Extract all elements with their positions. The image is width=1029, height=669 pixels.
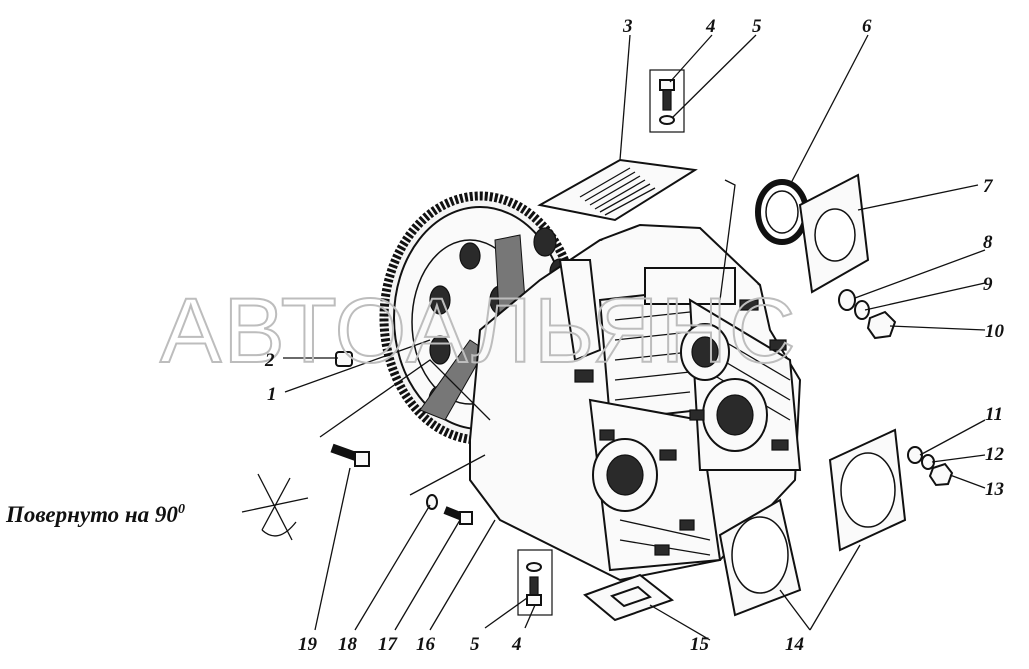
callout-15: 15 [690,634,710,655]
leader-lines [283,34,986,641]
part-4-5-bolt-washer-top [649,69,685,133]
part-8-9-10-washers-nut [838,289,897,340]
callout-4: 4 [705,16,716,37]
part-6-seal-ring [755,179,809,245]
callout-9: 9 [983,274,993,295]
callout-18: 18 [338,634,358,655]
callout-5: 5 [752,16,762,37]
watermark-text: АВТОАЛЬЯНС [160,280,798,382]
rotation-caption-text: Повернуто на 90 [5,502,178,527]
callout-16: 16 [416,634,436,655]
part-2-pin [335,351,353,367]
part-3-grille-plate [537,158,698,222]
rotation-caption: Повернуто на 900 [5,502,185,527]
callout-8: 8 [983,232,993,253]
callout-6: 6 [862,16,872,37]
callout-5-bottom: 5 [470,634,480,655]
part-15-cover-plate [583,573,675,622]
part-4-5-bolt-washer-bottom [517,549,553,616]
rotation-caption-degree: 0 [178,502,185,517]
part-7-gasket-plate [798,173,870,294]
part-11-12-13-washers-nut [907,446,954,487]
callout-12: 12 [985,444,1005,465]
callout-7: 7 [983,176,994,197]
callout-17: 17 [378,634,399,655]
callout-3: 3 [622,16,633,37]
callout-2: 2 [264,350,275,371]
callout-4-bottom: 4 [511,634,522,655]
callout-11: 11 [985,404,1003,425]
part-14-gaskets [718,428,907,617]
rotation-symbol [241,473,309,541]
part-17-bolt [443,506,473,525]
callout-10: 10 [985,321,1005,342]
gearbox-housing [469,223,802,582]
callout-1: 1 [267,384,277,405]
part-19-bolt [330,443,370,467]
callout-14: 14 [785,634,804,655]
callout-13: 13 [985,479,1004,500]
callout-labels: 3 4 5 6 7 8 9 10 11 12 13 14 15 16 17 18… [264,16,1005,655]
callout-19: 19 [298,634,318,655]
